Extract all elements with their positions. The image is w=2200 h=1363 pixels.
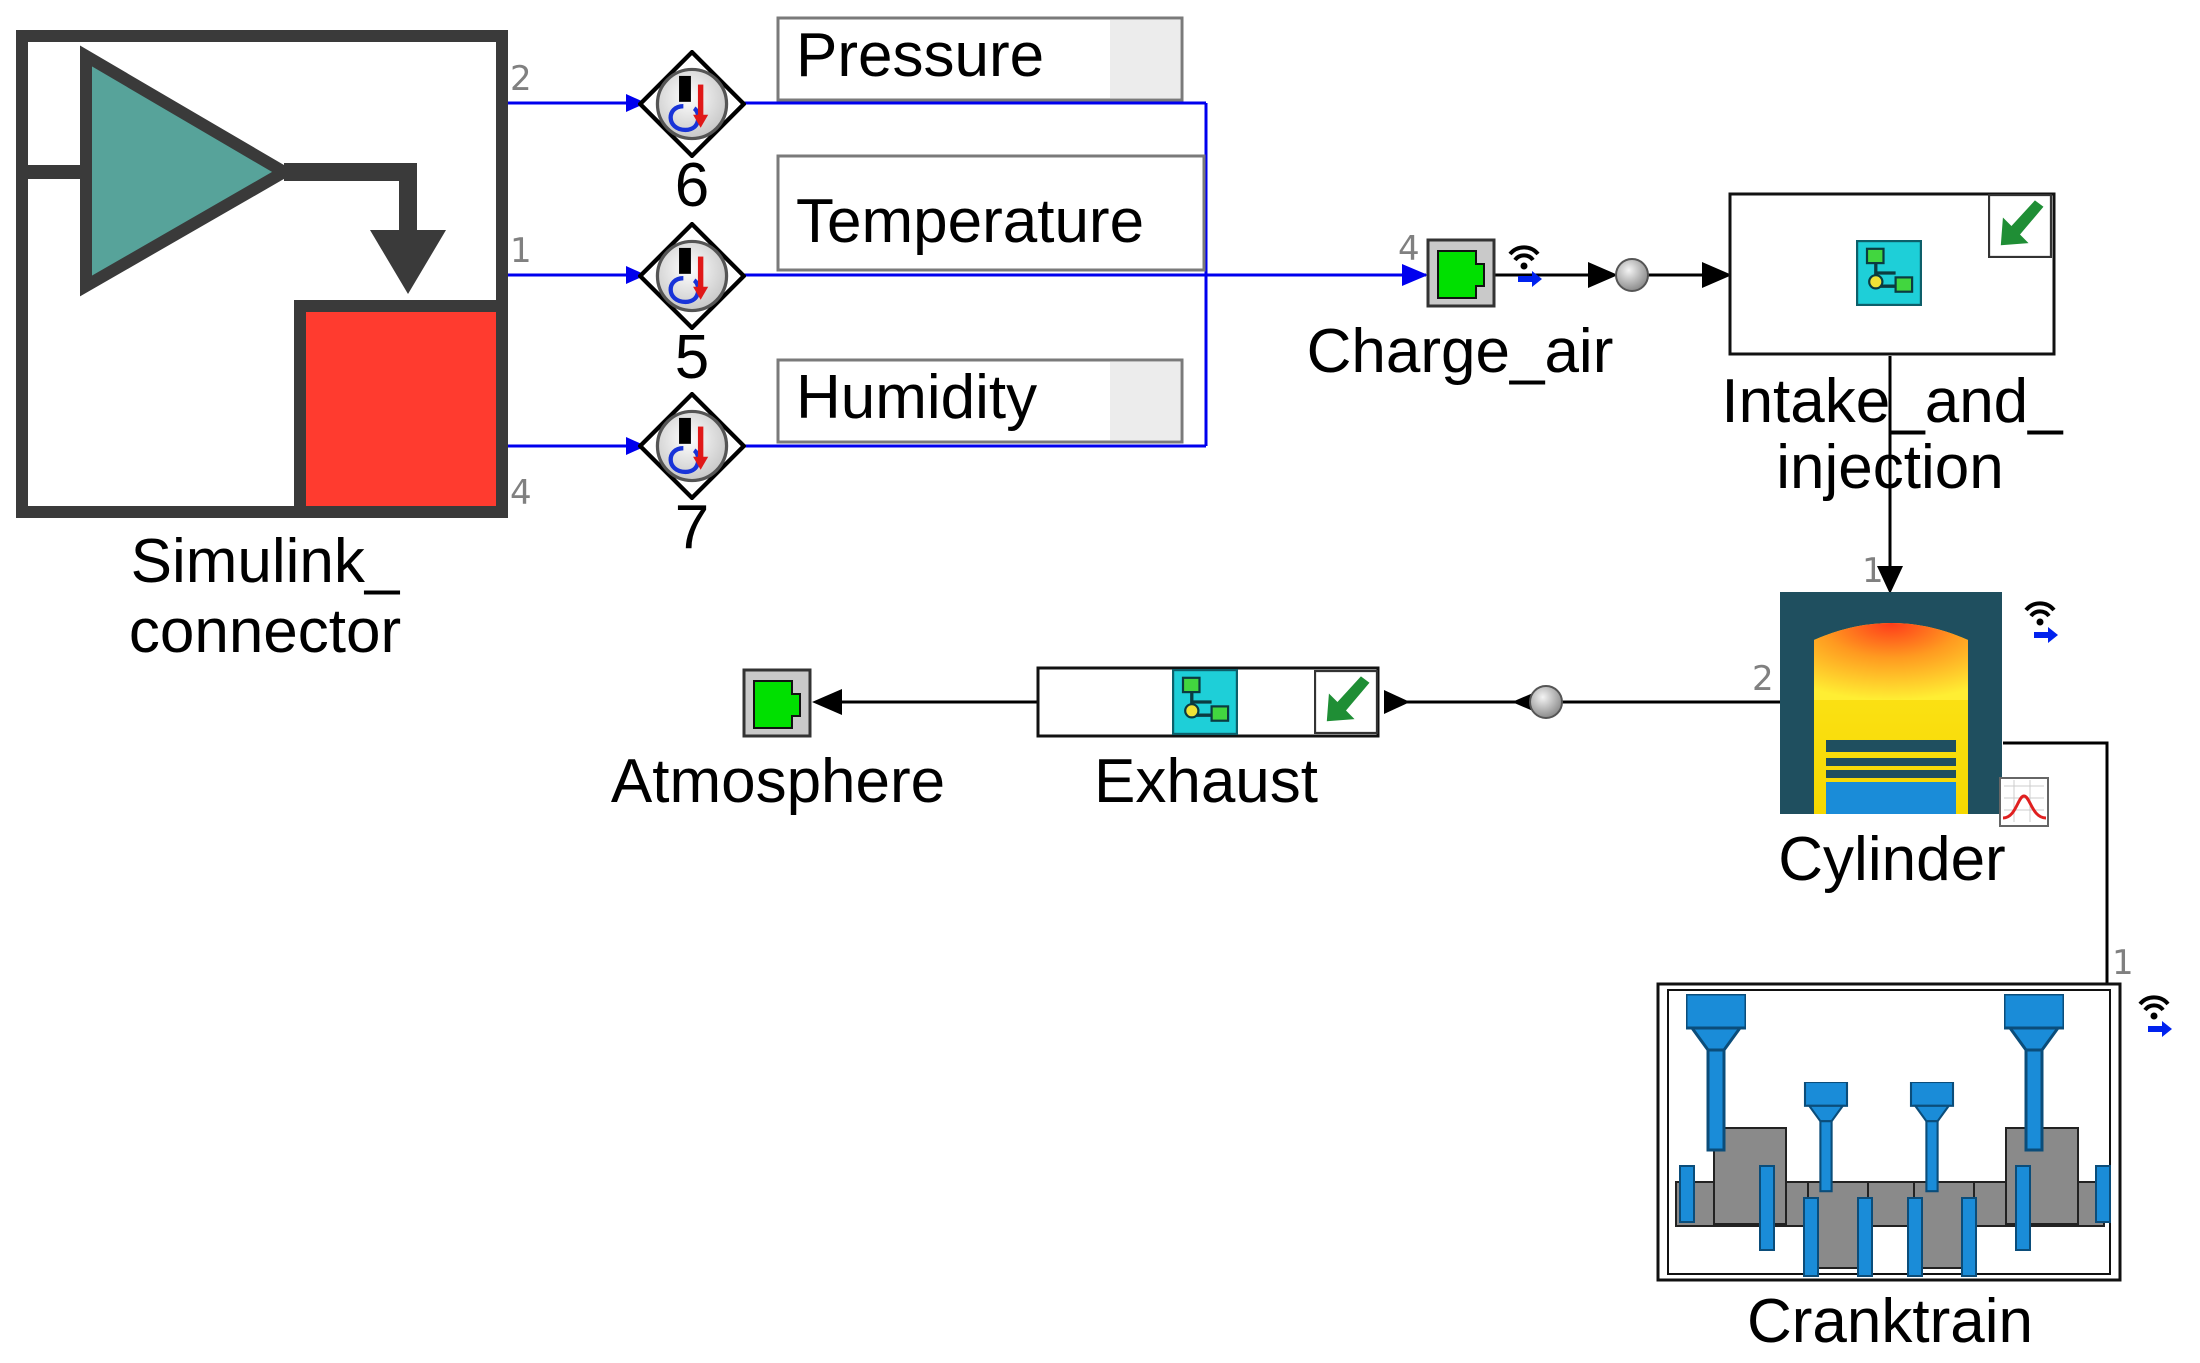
wireless-signal-icon	[2024, 601, 2060, 645]
cranktrain-block[interactable]: 1	[1656, 943, 2134, 1282]
converter-5[interactable]: 5	[640, 224, 744, 392]
exhaust-block[interactable]	[1036, 666, 1380, 738]
simulink-port-2: 2	[510, 59, 532, 99]
display-humidity[interactable]: Humidity	[776, 358, 1184, 444]
cranktrain-label: Cranktrain	[1747, 1287, 2033, 1356]
subsystem-tree-icon	[1856, 240, 1922, 306]
charge-air-label: Charge_air	[1307, 317, 1614, 386]
converter-6-number: 6	[675, 151, 709, 220]
charge-air-boundary[interactable]: 4	[1398, 229, 1496, 308]
converter-7-number: 7	[675, 493, 709, 562]
simulink-connector-label-1: Simulink_	[131, 527, 401, 596]
cylinder-port-1: 1	[1862, 551, 1884, 591]
cranktrain-port: 1	[2112, 943, 2134, 983]
chart-plot-icon[interactable]	[1999, 777, 2049, 827]
gain-triangle-icon	[80, 45, 296, 297]
exhaust-label: Exhaust	[1094, 747, 1318, 816]
wireless-signal-icon	[1508, 245, 1544, 289]
display-humidity-label: Humidity	[796, 363, 1037, 432]
intake-and-injection-block[interactable]	[1728, 192, 2056, 356]
converter-7[interactable]: 7	[640, 394, 744, 562]
arrow-down-icon	[370, 230, 446, 294]
atmosphere-label: Atmosphere	[611, 747, 945, 816]
charge-air-port: 4	[1398, 229, 1420, 269]
converter-5-number: 5	[675, 323, 709, 392]
intake-label-1: Intake_and_	[1721, 367, 2064, 436]
simulink-port-4: 4	[510, 473, 532, 513]
simulink-port-1: 1	[510, 231, 532, 271]
atmosphere-boundary[interactable]	[742, 668, 812, 738]
subsystem-tree-icon	[1172, 669, 1238, 735]
cylinder-port-2: 2	[1752, 659, 1774, 699]
converter-6[interactable]: 6	[640, 52, 744, 220]
green-link-arrow-icon	[1314, 670, 1378, 734]
signal-converter-icon	[640, 394, 744, 498]
intake-label-2: injection	[1776, 433, 2003, 502]
simulink-connector-block[interactable]: 2 1 4	[16, 30, 532, 518]
cylinder-label: Cylinder	[1778, 825, 2005, 894]
junction-node[interactable]	[1529, 685, 1563, 719]
cylinder-block[interactable]: 1 2	[1752, 551, 2002, 814]
signal-converter-icon	[640, 224, 744, 328]
wireless-signal-icon	[2138, 995, 2174, 1039]
display-temperature[interactable]: Temperature	[776, 154, 1206, 272]
display-temperature-label: Temperature	[796, 187, 1144, 256]
junction-node[interactable]	[1615, 258, 1649, 292]
display-pressure[interactable]: Pressure	[776, 16, 1184, 102]
signal-converter-icon	[640, 52, 744, 156]
green-link-arrow-icon	[1988, 194, 2052, 258]
display-pressure-label: Pressure	[796, 21, 1044, 90]
simulink-connector-label-2: connector	[129, 597, 401, 666]
